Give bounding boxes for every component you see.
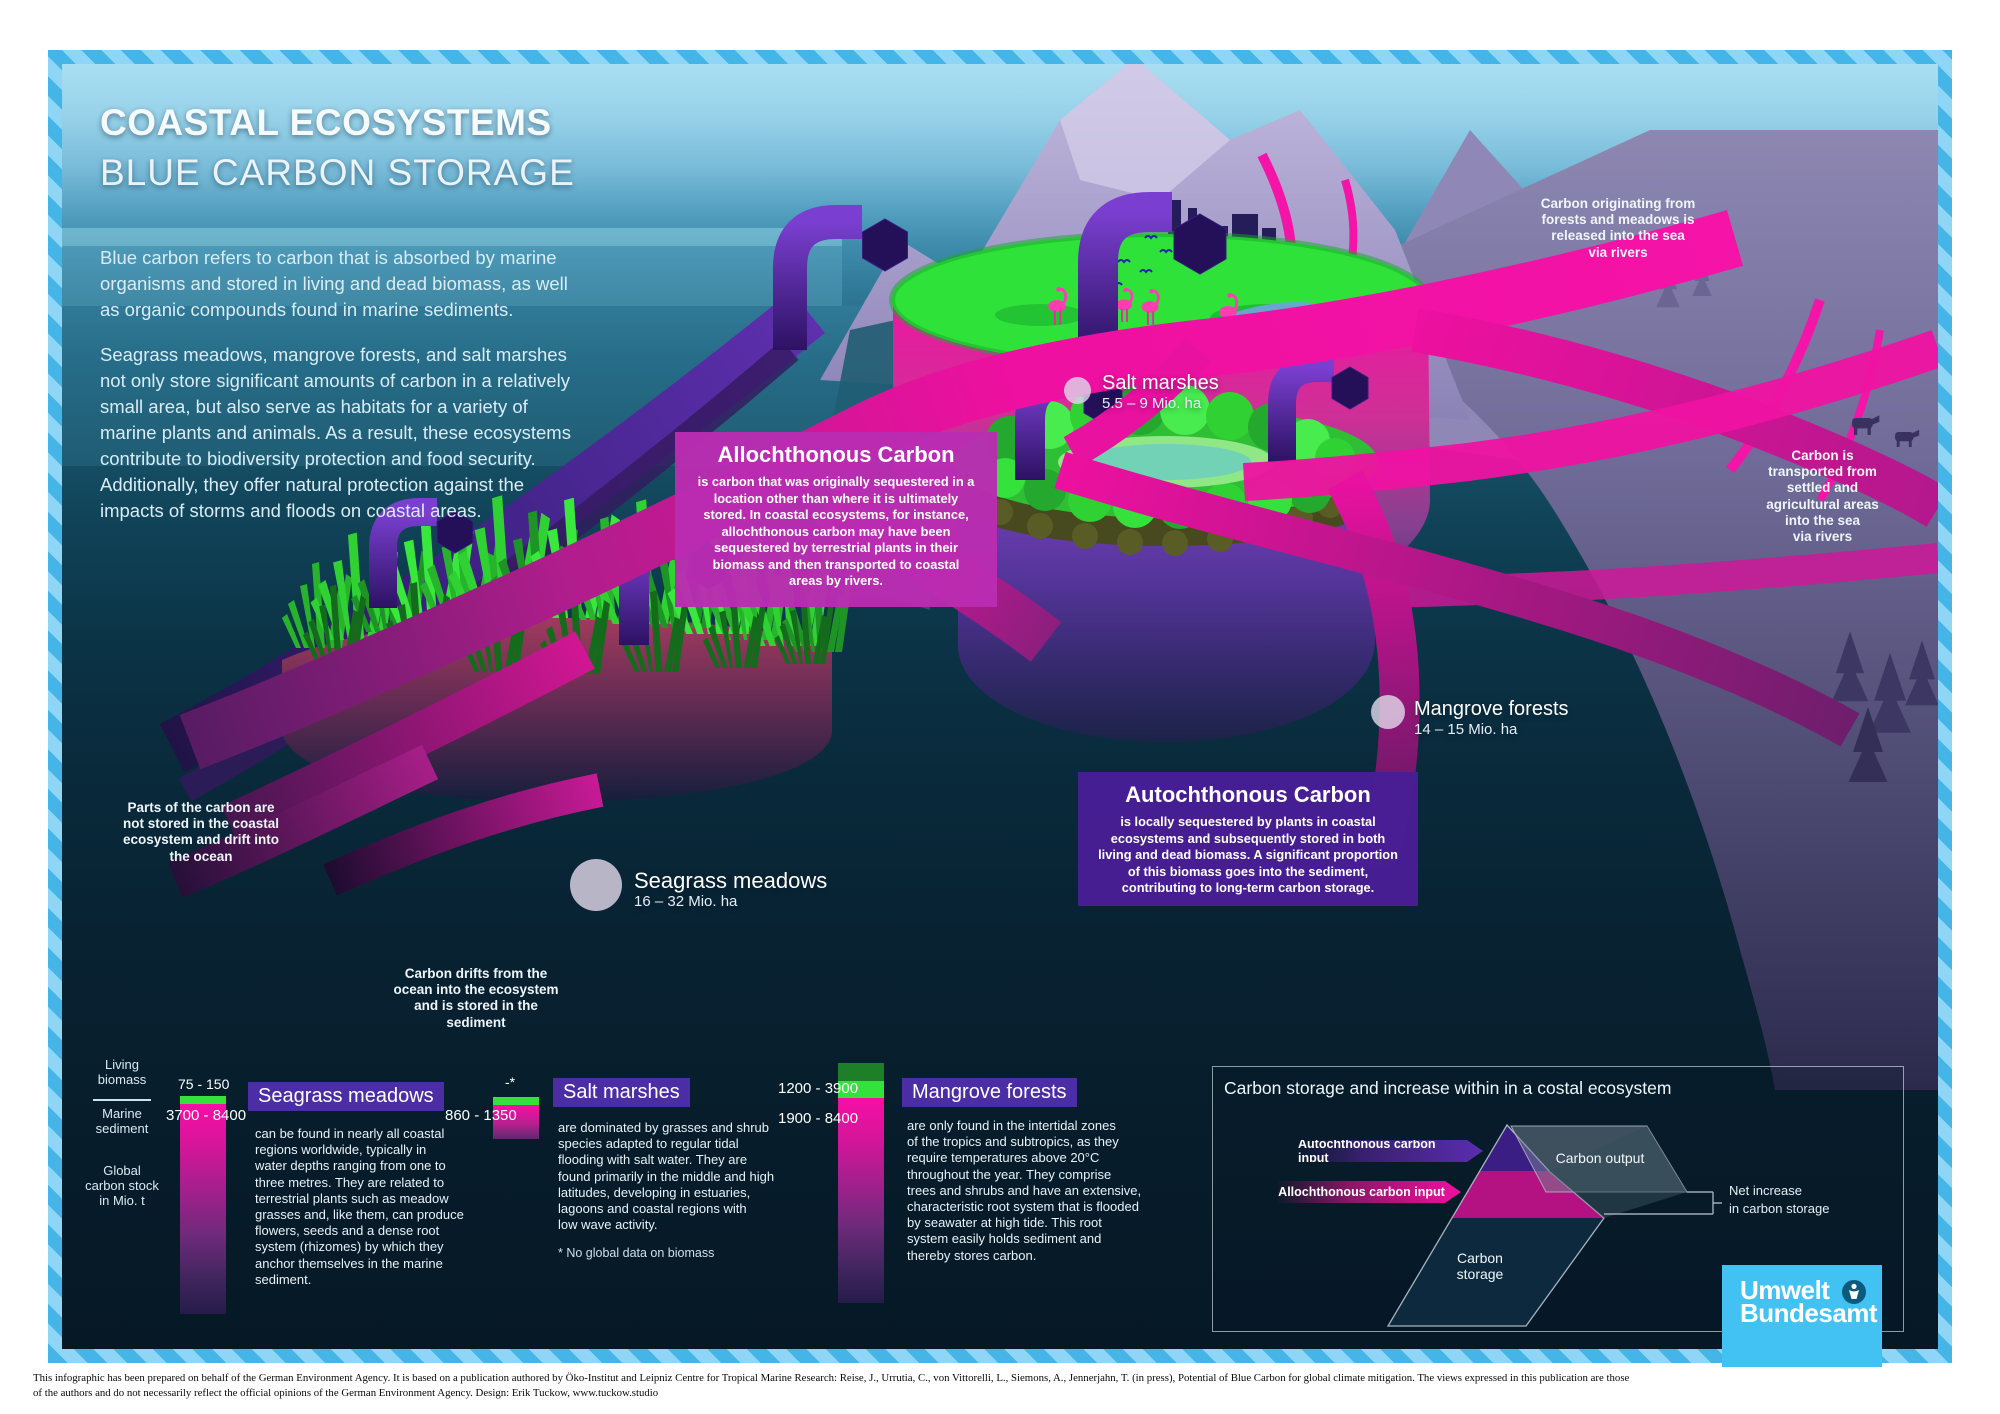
seagrass-meadows-label: Seagrass meadows xyxy=(634,868,828,893)
logo-line2: Bundesamt xyxy=(1740,1298,1878,1328)
allochthonous-input-arrow: Allochthonous carbon input xyxy=(1278,1181,1461,1203)
autochthonous-carbon-box: Autochthonous Carbon is locally sequeste… xyxy=(1078,772,1418,906)
seagrass-description: can be found in nearly all coastal regio… xyxy=(255,1126,464,1287)
legend-divider xyxy=(93,1099,151,1101)
seagrass-meadows-marker xyxy=(570,859,622,911)
annotation-rivers-settled: Carbon is transported from settled and a… xyxy=(1766,448,1879,545)
footer-credit-line2: of the authors and do not necessarily re… xyxy=(33,1387,659,1399)
saltmarsh-stock-bar xyxy=(493,1097,539,1139)
allochthonous-body: is carbon that was originally sequestere… xyxy=(697,474,975,588)
mangrove-biomass-value: 1200 - 3900 xyxy=(778,1080,859,1097)
annotation-drift-in: Carbon drifts from the ocean into the ec… xyxy=(393,966,559,1030)
seagrass-stock-bar xyxy=(180,1096,226,1314)
mangrove-stock-bar xyxy=(838,1063,884,1303)
allochthonous-carbon-box: Allochthonous Carbon is carbon that was … xyxy=(675,432,997,607)
carbon-output-label: Carbon output xyxy=(1555,1150,1645,1166)
mangrove-forests-label: Mangrove forests xyxy=(1414,698,1569,720)
saltmarsh-biomass-segment xyxy=(493,1097,539,1105)
salt-marshes-marker xyxy=(1064,377,1091,404)
umweltbundesamt-figure-icon xyxy=(1842,1280,1866,1304)
mangrove-sediment-segment xyxy=(838,1098,884,1303)
legend-living-biomass: Living biomass xyxy=(97,1057,147,1087)
mangrove-sediment-value: 1900 - 8400 xyxy=(778,1110,859,1127)
mangrove-biomass-segment xyxy=(838,1081,884,1098)
storage-panel-title: Carbon storage and increase within in a … xyxy=(1224,1078,1672,1098)
saltmarsh-sediment-value: 860 - 1350 xyxy=(445,1107,517,1124)
saltmarsh-description: are dominated by grasses and shrub speci… xyxy=(558,1120,775,1233)
footer-credit-line1: This infographic has been prepared on be… xyxy=(33,1372,1630,1384)
seagrass-sediment-value: 3700 - 8400 xyxy=(166,1107,247,1124)
salt-marshes-area: 5.5 – 9 Mio. ha xyxy=(1102,395,1202,412)
poster-title-line2: BLUE CARBON STORAGE xyxy=(100,152,575,193)
legend-marine-sediment: Marine sediment xyxy=(95,1106,149,1136)
salt-marshes-label: Salt marshes xyxy=(1102,372,1219,394)
poster-title-line1: COASTAL ECOSYSTEMS xyxy=(100,102,552,143)
seagrass-meadows-area: 16 – 32 Mio. ha xyxy=(634,893,738,910)
seagrass-biomass-value: 75 - 150 xyxy=(178,1076,230,1092)
autochthonous-body: is locally sequestered by plants in coas… xyxy=(1098,814,1398,895)
seagrass-section-header: Seagrass meadows xyxy=(248,1082,444,1111)
mangrove-biomass-upper-segment xyxy=(838,1063,884,1081)
annotation-rivers-forest: Carbon originating from forests and mead… xyxy=(1540,196,1696,260)
seagrass-biomass-segment xyxy=(180,1096,226,1104)
net-increase-label: Net increase in carbon storage xyxy=(1729,1183,1830,1216)
annotation-drift-out: Parts of the carbon are not stored in th… xyxy=(122,800,280,864)
saltmarsh-biomass-value: -* xyxy=(505,1074,516,1090)
legend-global-stock: Global carbon stock in Mio. t xyxy=(85,1163,159,1208)
mangrove-description: are only found in the intertidal zones o… xyxy=(907,1118,1142,1263)
autochthonous-input-arrow: Autochthonous carbon input xyxy=(1298,1140,1483,1162)
saltmarsh-section-header: Salt marshes xyxy=(553,1078,690,1107)
allochthonous-title: Allochthonous Carbon xyxy=(717,442,955,467)
saltmarsh-sediment-segment xyxy=(493,1105,539,1139)
mangrove-section-header: Mangrove forests xyxy=(902,1078,1077,1107)
carbon-storage-label: Carbon storage xyxy=(1456,1250,1504,1282)
intro-paragraph-1: Blue carbon refers to carbon that is abs… xyxy=(100,247,568,320)
mangrove-forests-area: 14 – 15 Mio. ha xyxy=(1414,721,1518,738)
intro-paragraph-2: Seagrass meadows, mangrove forests, and … xyxy=(100,344,571,521)
autochthonous-title: Autochthonous Carbon xyxy=(1125,782,1371,807)
saltmarsh-footnote: * No global data on biomass xyxy=(558,1246,715,1260)
seagrass-sediment-segment xyxy=(180,1104,226,1314)
logo-line1: Umwelt xyxy=(1740,1275,1830,1305)
mangrove-forests-marker xyxy=(1371,695,1405,729)
umweltbundesamt-logo: Umwelt Bundesamt xyxy=(1722,1265,1882,1367)
